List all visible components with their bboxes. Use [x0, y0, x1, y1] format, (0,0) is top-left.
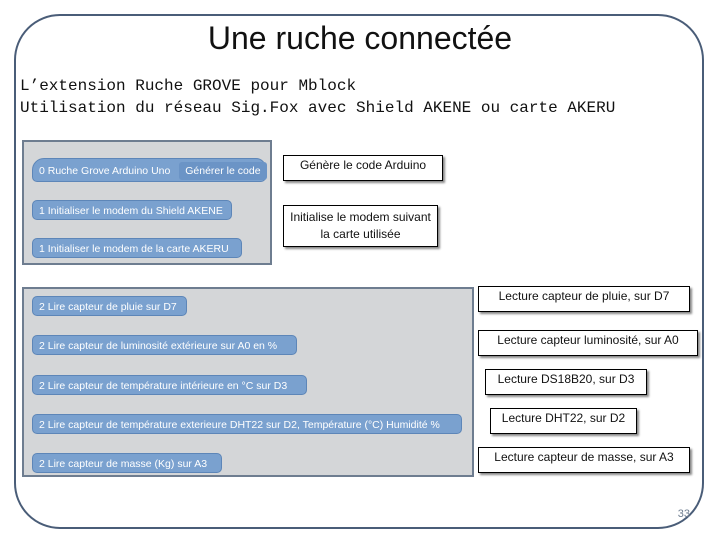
code-block-mass-sensor[interactable]: 2 Lire capteur de masse (Kg) sur A3: [32, 453, 222, 473]
subtitle-line-2: Utilisation du réseau Sig.Fox avec Shiel…: [20, 99, 616, 117]
callout-generate-code: Génère le code Arduino: [283, 155, 443, 181]
code-block-label: 2 Lire capteur de température intérieure…: [39, 380, 288, 392]
callout-init-modem: Initialise le modem suivant la carte uti…: [283, 205, 438, 247]
blocks-panel-top: 0 Ruche Grove Arduino Uno Générer le cod…: [22, 140, 272, 265]
blocks-panel-bottom: 2 Lire capteur de pluie sur D7 2 Lire ca…: [22, 287, 474, 477]
callout-rain-sensor: Lecture capteur de pluie, sur D7: [478, 286, 690, 312]
code-block-label: 2 Lire capteur de pluie sur D7: [39, 301, 177, 313]
callout-ds18b20: Lecture DS18B20, sur D3: [485, 369, 647, 395]
callout-mass-sensor: Lecture capteur de masse, sur A3: [478, 447, 690, 473]
code-block-ruche-grove[interactable]: 0 Ruche Grove Arduino Uno Générer le cod…: [32, 158, 267, 182]
generate-code-button[interactable]: Générer le code: [179, 162, 267, 180]
callout-dht22: Lecture DHT22, sur D2: [490, 408, 637, 434]
subtitle-line-1: L’extension Ruche GROVE pour Mblock: [20, 77, 357, 95]
code-block-label: 2 Lire capteur de luminosité extérieure …: [39, 340, 278, 352]
code-block-label: 2 Lire capteur de masse (Kg) sur A3: [39, 458, 208, 470]
slide-frame: [14, 14, 704, 529]
code-block-dht22[interactable]: 2 Lire capteur de température exterieure…: [32, 414, 462, 434]
callout-light-sensor: Lecture capteur luminosité, sur A0: [478, 330, 698, 356]
page-number: 33: [677, 508, 690, 520]
code-block-init-akeru[interactable]: 1 Initialiser le modem de la carte AKERU: [32, 238, 242, 258]
code-block-temp-interior[interactable]: 2 Lire capteur de température intérieure…: [32, 375, 307, 395]
code-block-label: 2 Lire capteur de température exterieure…: [39, 419, 440, 431]
slide-title: Une ruche connectée: [207, 20, 513, 56]
code-block-label: 1 Initialiser le modem du Shield AKENE: [39, 205, 223, 217]
code-block-label: 1 Initialiser le modem de la carte AKERU: [39, 243, 229, 255]
code-block-label: 0 Ruche Grove Arduino Uno: [39, 165, 171, 177]
code-block-rain-sensor[interactable]: 2 Lire capteur de pluie sur D7: [32, 296, 187, 316]
code-block-light-sensor[interactable]: 2 Lire capteur de luminosité extérieure …: [32, 335, 297, 355]
code-block-init-akene[interactable]: 1 Initialiser le modem du Shield AKENE: [32, 200, 232, 220]
